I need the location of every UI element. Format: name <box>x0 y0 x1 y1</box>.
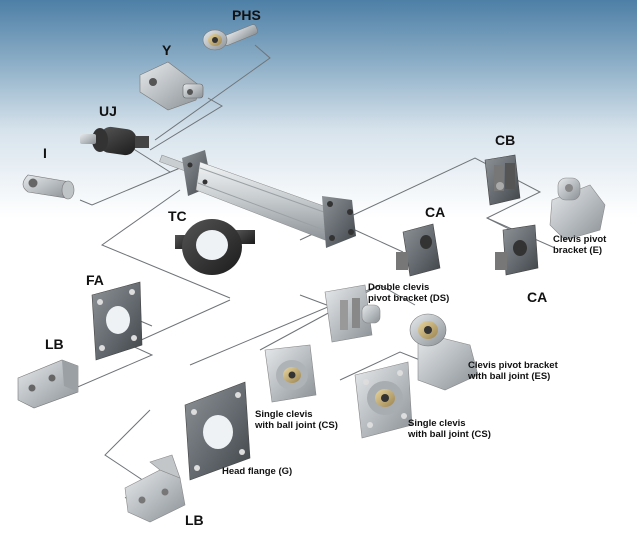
label-double-clevis-ds: Double clevis pivot bracket (DS) <box>368 282 449 304</box>
clevis-bracket-cb <box>484 154 521 206</box>
label-ds-line2: pivot bracket (DS) <box>368 293 450 304</box>
label-i: I <box>43 145 47 161</box>
label-e-line1: Clevis pivot <box>553 234 607 245</box>
single-clevis-cs-large <box>354 361 413 439</box>
foot-bracket-lb-bottom <box>124 454 186 523</box>
line-y <box>149 97 223 151</box>
label-ca-mid: CA <box>425 204 446 220</box>
label-cs1-line1: Single clevis <box>255 409 313 420</box>
label-es-line2: with ball joint (ES) <box>468 371 551 382</box>
foot-bracket-lb-top <box>17 359 79 409</box>
label-ds-line1: Double clevis <box>368 282 430 293</box>
rod-clevis-y <box>139 61 204 111</box>
label-clevis-pivot-es: Clevis pivot bracket with ball joint (ES… <box>468 360 558 382</box>
label-single-clevis-cs-1: Single clevis with ball joint (CS) <box>255 409 338 431</box>
pneumatic-cylinder <box>159 150 356 248</box>
label-e-line2: bracket (E) <box>553 245 603 256</box>
clevis-bracket-ca-right <box>495 224 539 276</box>
knuckle-joint-uj <box>80 126 149 156</box>
label-single-clevis-cs-2: Single clevis with ball joint (CS) <box>408 418 491 440</box>
line-phs <box>154 44 271 141</box>
line-uj <box>131 147 171 173</box>
label-tc: TC <box>168 208 187 224</box>
head-flange-g <box>184 381 251 481</box>
label-cs2-line2: with ball joint (CS) <box>408 429 491 440</box>
label-lb-top: LB <box>45 336 64 352</box>
line-cb <box>299 157 556 249</box>
line-ca-mid <box>354 229 404 253</box>
line-i <box>79 167 181 206</box>
label-cs1-line2: with ball joint (CS) <box>255 420 338 431</box>
single-clevis-cs-small <box>264 344 317 403</box>
trunnion-tc <box>175 219 255 275</box>
label-cb: CB <box>495 132 516 148</box>
label-ca-right: CA <box>527 289 548 305</box>
line-fa-lb <box>51 299 231 399</box>
label-head-flange-g: Head flange (G) <box>222 466 293 477</box>
label-y: Y <box>162 42 172 58</box>
clevis-pivot-bracket-es <box>409 313 479 391</box>
double-clevis-pivot-bracket-ds <box>324 284 381 343</box>
label-es-line1: Clevis pivot bracket <box>468 360 558 371</box>
label-lb-bottom: LB <box>185 512 204 528</box>
rod-end-phs <box>202 24 258 51</box>
label-clevis-pivot-bracket-e: Clevis pivot bracket (E) <box>553 234 606 256</box>
line-es <box>339 351 426 381</box>
clevis-bracket-ca-mid <box>396 223 441 277</box>
line-tc <box>100 189 231 299</box>
flange-fa <box>91 281 143 361</box>
clevis-pivot-bracket-e <box>549 177 606 241</box>
rod-eye-i <box>22 174 75 200</box>
label-phs: PHS <box>232 7 261 23</box>
label-cs2-line1: Single clevis <box>408 418 466 429</box>
label-uj: UJ <box>99 103 117 119</box>
label-fa: FA <box>86 272 104 288</box>
